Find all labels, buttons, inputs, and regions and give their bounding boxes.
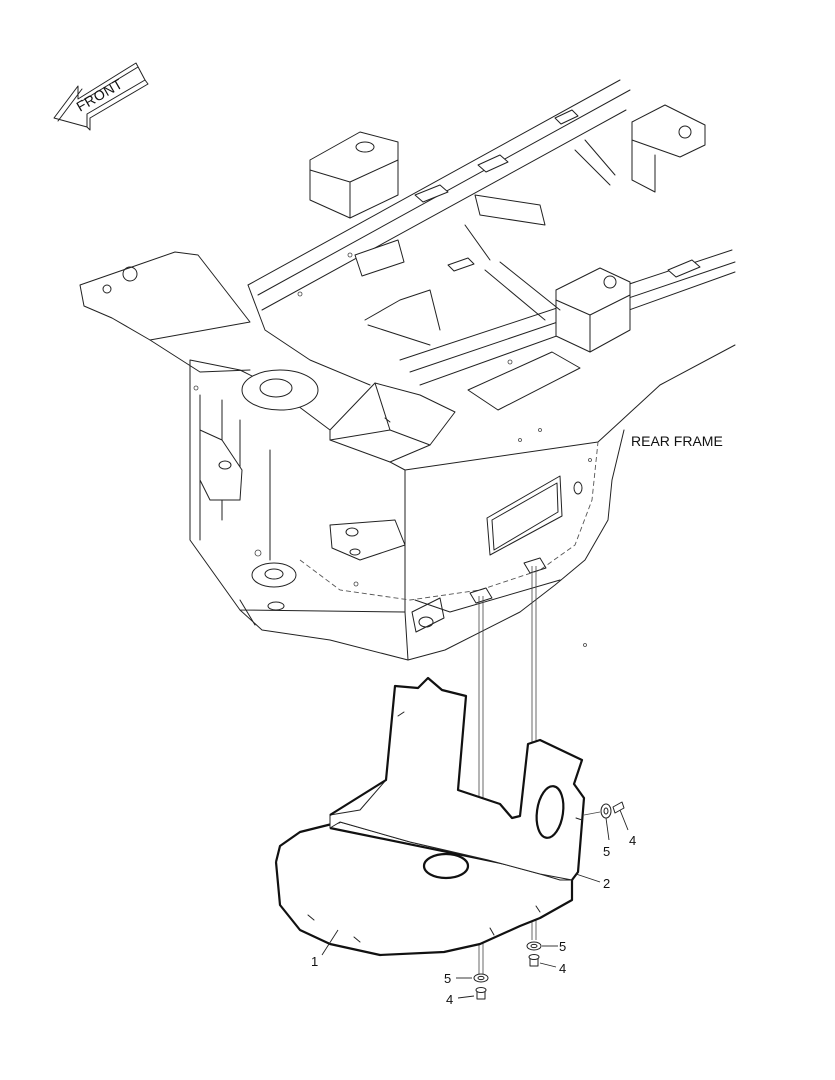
frame-rivets <box>193 252 592 647</box>
callout-5-left: 5 <box>444 971 451 986</box>
rear-frame-label: REAR FRAME <box>631 433 723 449</box>
hardware-left <box>473 973 489 1000</box>
callout-4-side: 4 <box>629 833 636 848</box>
hardware-right <box>526 941 542 967</box>
side-washer <box>600 803 612 819</box>
under-guard-plate-2 <box>329 676 586 913</box>
callout-leaders <box>321 809 629 999</box>
callout-2: 2 <box>603 876 610 891</box>
hardware-side <box>583 801 625 819</box>
callout-4-left: 4 <box>446 992 453 1007</box>
right-washer <box>526 941 542 951</box>
front-direction-arrow: FRONT <box>53 62 149 131</box>
callout-5-side: 5 <box>603 844 610 859</box>
rear-frame-drawing <box>79 79 736 661</box>
callout-1: 1 <box>311 954 318 969</box>
callout-5-right: 5 <box>559 939 566 954</box>
callout-4-right: 4 <box>559 961 566 976</box>
left-washer <box>473 973 489 983</box>
side-bolt <box>612 801 625 814</box>
